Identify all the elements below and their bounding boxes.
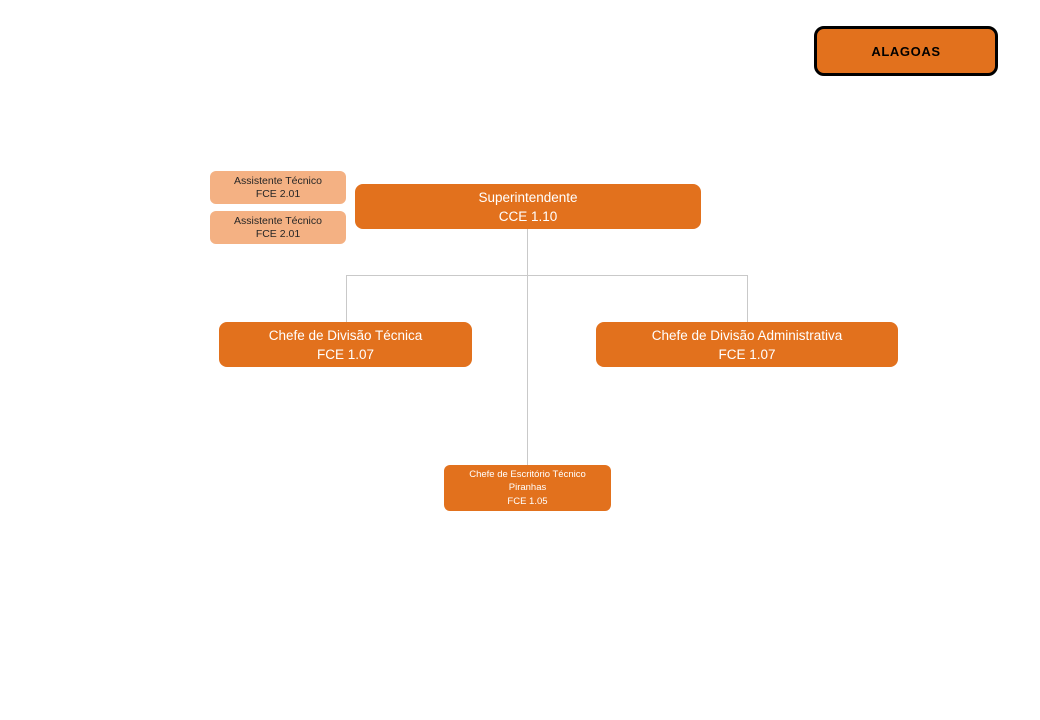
node-chefe-divisao-administrativa: Chefe de Divisão Administrativa FCE 1.07 xyxy=(596,322,898,367)
node-title: Assistente Técnico xyxy=(234,214,322,227)
node-title: Chefe de Escritório Técnico xyxy=(469,468,586,480)
node-code: FCE 1.07 xyxy=(718,346,776,362)
node-title: Superintendente xyxy=(478,189,578,205)
node-assistente-tecnico-1: Assistente Técnico FCE 2.01 xyxy=(210,171,346,204)
node-title: Chefe de Divisão Técnica xyxy=(268,327,423,343)
node-superintendente: Superintendente CCE 1.10 xyxy=(355,184,701,229)
node-code: FCE 1.05 xyxy=(507,495,548,507)
node-title: Assistente Técnico xyxy=(234,174,322,187)
node-assistente-tecnico-2: Assistente Técnico FCE 2.01 xyxy=(210,211,346,244)
state-title-badge[interactable]: ALAGOAS xyxy=(814,26,998,76)
state-title-label: ALAGOAS xyxy=(871,43,941,59)
connector-right-drop xyxy=(747,276,748,322)
node-code: FCE 1.07 xyxy=(316,346,375,362)
node-chefe-divisao-tecnica: Chefe de Divisão Técnica FCE 1.07 xyxy=(219,322,472,367)
node-title: Chefe de Divisão Administrativa xyxy=(651,327,843,343)
connector-left-drop xyxy=(346,276,347,322)
node-chefe-escritorio-tecnico-piranhas: Chefe de Escritório Técnico Piranhas FCE… xyxy=(444,465,611,511)
node-location: Piranhas xyxy=(508,482,547,494)
node-code: FCE 2.01 xyxy=(255,227,301,240)
connector-center-drop xyxy=(527,276,528,465)
node-code: FCE 2.01 xyxy=(255,187,301,200)
node-code: CCE 1.10 xyxy=(498,208,558,224)
connector-root-drop xyxy=(527,229,528,275)
connector-horizontal xyxy=(346,275,748,276)
